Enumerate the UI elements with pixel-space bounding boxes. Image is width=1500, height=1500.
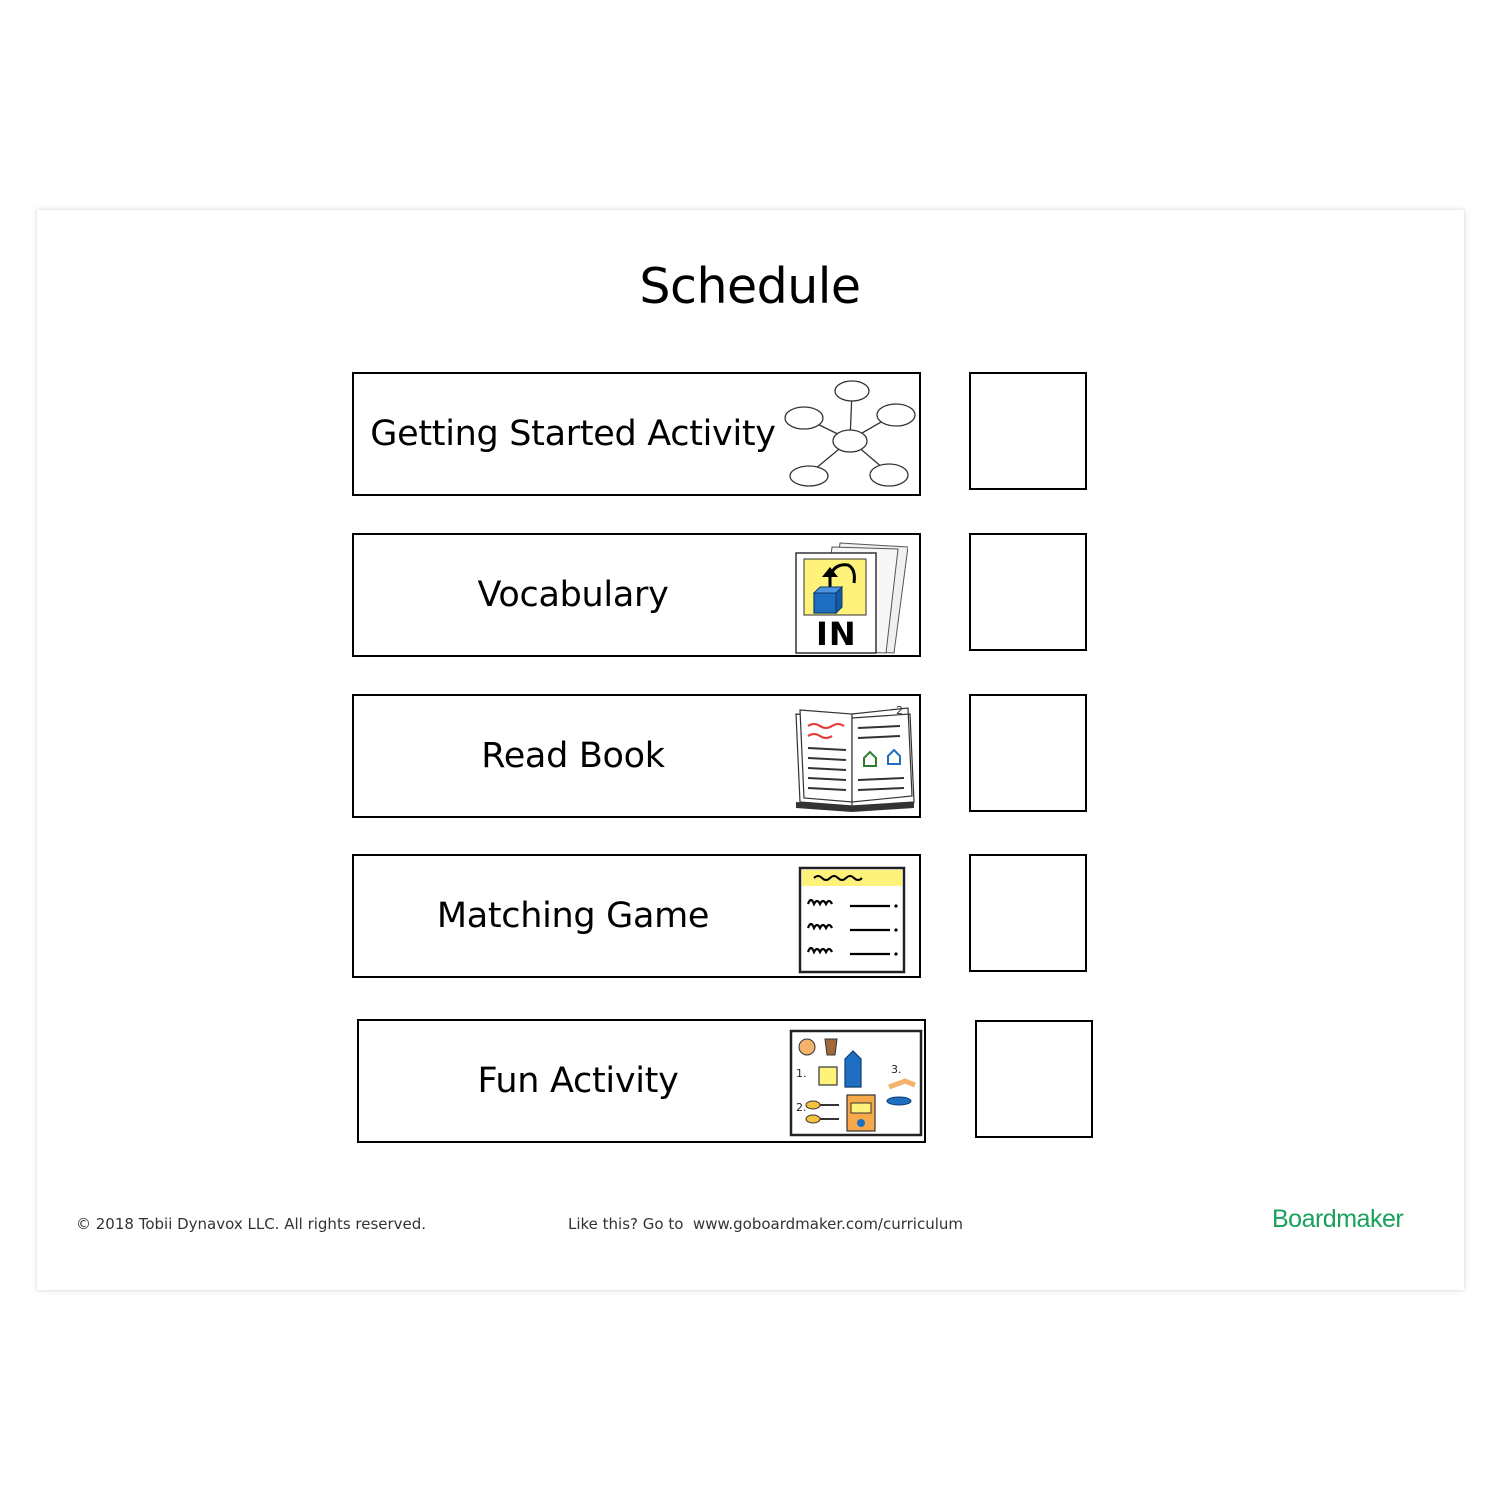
activity-card-getting-started: Getting Started Activity <box>352 372 921 496</box>
activity-label: Getting Started Activity <box>370 414 776 454</box>
activity-label: Matching Game <box>436 896 710 936</box>
activity-label: Vocabulary <box>477 575 669 615</box>
step-label-2: 2. <box>796 1101 807 1114</box>
open-book-icon <box>795 707 915 812</box>
icon-caption: IN <box>816 615 857 653</box>
activity-label: Read Book <box>481 736 665 776</box>
curriculum-link[interactable]: Like this? Go to www.goboardmaker.com/cu… <box>568 1215 964 1233</box>
completion-checkbox[interactable] <box>969 854 1087 972</box>
completion-checkbox[interactable] <box>969 533 1087 651</box>
vocabulary-cards-icon <box>795 542 908 654</box>
step-label-3: 3. <box>891 1063 902 1076</box>
completion-checkbox[interactable] <box>969 694 1087 812</box>
worksheet-icon <box>798 866 906 974</box>
recipe-steps-icon <box>789 1029 923 1137</box>
step-label-1: 1. <box>796 1067 807 1080</box>
activity-card-matching-game: Matching Game <box>352 854 921 978</box>
activity-card-fun-activity: Fun Activity 1. 2. 3. <box>357 1019 926 1143</box>
completion-checkbox[interactable] <box>969 372 1087 490</box>
boardmaker-logo: Boardmaker <box>1272 1205 1404 1233</box>
web-diagram-icon <box>784 380 916 487</box>
page-title: Schedule <box>639 258 861 315</box>
activity-card-read-book: Read Book 2 <box>352 694 921 818</box>
activity-label: Fun Activity <box>477 1061 679 1101</box>
activity-card-vocabulary: Vocabulary IN <box>352 533 921 657</box>
page-number: 2 <box>896 704 903 717</box>
completion-checkbox[interactable] <box>975 1020 1093 1138</box>
copyright-notice: © 2018 Tobii Dynavox LLC. All rights res… <box>76 1215 427 1233</box>
